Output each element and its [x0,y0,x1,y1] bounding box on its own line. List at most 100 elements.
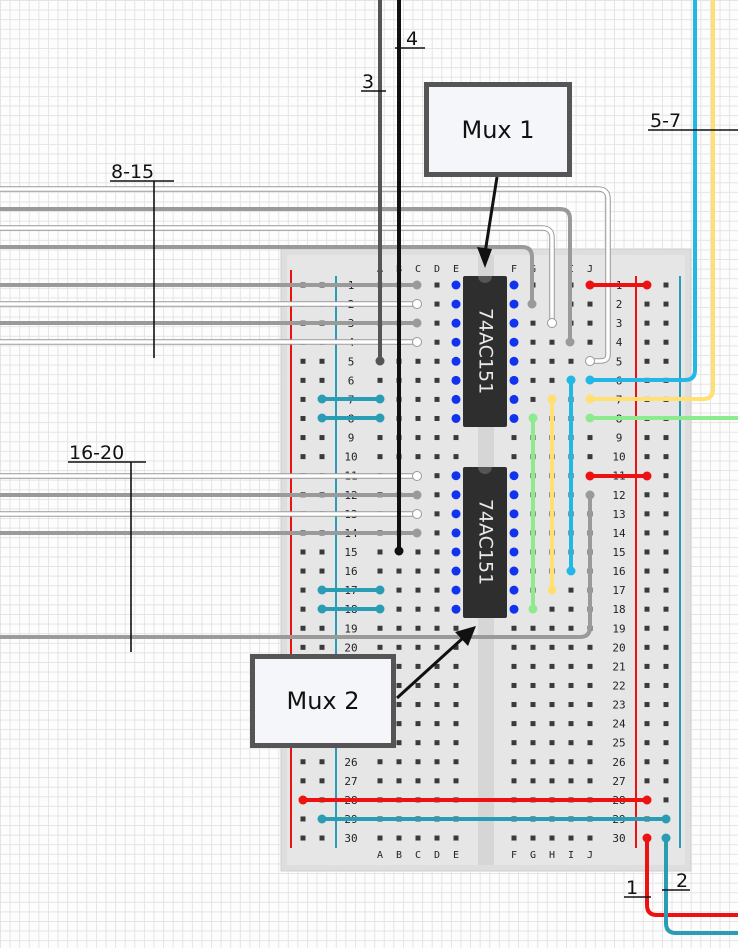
column-label: J [587,850,593,861]
row-label: 22 [612,679,625,692]
row-label: 10 [612,451,625,464]
row-label: 25 [612,737,625,750]
hole [453,625,459,631]
hole [396,835,402,841]
arrow-mux1-line [483,176,499,254]
chip-pin [509,471,519,481]
hole [415,377,421,383]
rail-hole [300,625,306,631]
column-label: F [511,850,517,861]
chip-label-upper: 74AC151 [475,308,497,394]
callout-mux-2: Mux 2 [250,654,396,748]
hole [530,377,536,383]
column-label: C [415,264,421,275]
hole [549,358,555,364]
hole [396,606,402,612]
hole [530,320,536,326]
row-label: 9 [616,432,623,445]
column-label: E [453,264,459,275]
chip-pin [451,490,461,500]
chip-pin [509,356,519,366]
hole [434,549,440,555]
rail-hole [644,358,650,364]
rail-hole [644,511,650,517]
chip-pin [451,413,461,423]
column-label: G [530,850,536,861]
hole [415,549,421,555]
hole [530,339,536,345]
hole [587,759,593,765]
rail-hole [644,320,650,326]
rail-hole [644,587,650,593]
rail-hole [644,625,650,631]
rail-hole [663,473,669,479]
row-label: 24 [612,718,626,731]
hole [587,320,593,326]
rail-hole [663,339,669,345]
hole [453,835,459,841]
rail-hole [319,435,325,441]
hole [568,682,574,688]
hole [377,435,383,441]
wire-end [527,299,537,309]
hole [549,759,555,765]
hole [377,835,383,841]
row-label: 23 [612,699,625,712]
hole [587,778,593,784]
chip-label-lower: 74AC151 [475,499,497,585]
rail-hole [644,606,650,612]
power-lead-red [645,836,738,917]
chip-mux1: 74AC151 [463,276,507,427]
rail-hole [300,454,306,460]
row-label: 21 [612,660,625,673]
arrow-mux2-head [455,626,476,646]
power-lead-teal [664,836,738,935]
hole [415,682,421,688]
arrow-mux2-line [395,636,465,700]
wire-white-2 [0,226,554,325]
wire-end [375,394,385,404]
label-4: 4 [406,28,418,50]
row-label: 17 [612,584,625,597]
row-label: 3 [616,317,623,330]
callout-mux-1: Mux 1 [424,82,572,177]
column-label: E [453,850,459,861]
hole [434,454,440,460]
hole [453,663,459,669]
hole [434,320,440,326]
wire-end [298,795,308,805]
rail-hole [663,702,669,708]
wire-end [585,471,595,481]
hole [587,663,593,669]
chip-pin [509,547,519,557]
hole [434,511,440,517]
rail-hole [319,358,325,364]
hole [587,835,593,841]
label-8-15: 8-15 [111,161,154,183]
rail-hole [644,530,650,536]
chip-pin [451,585,461,595]
hole [587,702,593,708]
hole [549,702,555,708]
rail-hole [663,492,669,498]
hole [415,644,421,650]
hole [549,721,555,727]
hole [511,835,517,841]
hole [530,759,536,765]
hole [530,396,536,402]
rail-hole [663,301,669,307]
column-label: C [415,850,421,861]
chip-pin [509,318,519,328]
wire-end [585,490,595,500]
row-label: 18 [612,603,625,616]
rail-hole [663,682,669,688]
wire-end [642,833,652,843]
hole [434,721,440,727]
rail-hole [663,740,669,746]
wire-end [661,814,671,824]
wire-end [394,546,404,556]
row-label: 16 [344,565,357,578]
rail-hole [644,549,650,555]
hole [511,454,517,460]
wire-end [642,280,652,290]
